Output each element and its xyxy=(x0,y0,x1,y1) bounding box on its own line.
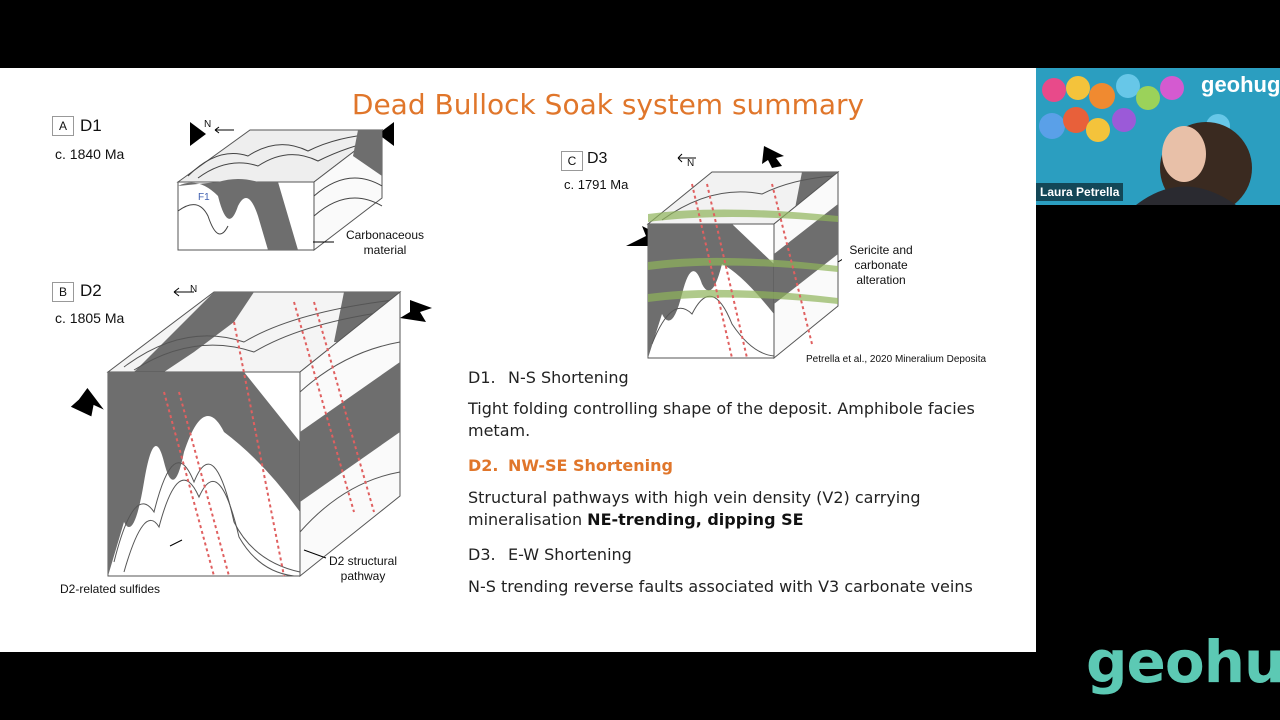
compression-arrow-top-icon xyxy=(762,146,784,168)
vein-zone xyxy=(163,301,375,577)
participant-video[interactable] xyxy=(1036,68,1280,205)
panel-a-name: D1 xyxy=(80,116,102,135)
compression-arrow-left-icon xyxy=(70,387,104,417)
d2-block-diagram xyxy=(70,287,432,578)
panel-c-caption: Sericite and carbonate alteration xyxy=(849,243,913,287)
bullet-d2-head: D2. NW-SE Shortening xyxy=(468,456,673,475)
compression-arrow-right-icon xyxy=(378,122,422,146)
bullet-d2-number: D2. xyxy=(468,456,499,475)
bullet-d2-text: Structural pathways with high vein densi… xyxy=(468,487,1008,531)
bullet-d3-title: E-W Shortening xyxy=(508,545,632,564)
bullet-d1-text: Tight folding controlling shape of the d… xyxy=(468,399,975,440)
bullet-d2-text-main: Structural pathways with high vein densi… xyxy=(468,488,921,529)
participant-name-tag: Laura Petrella xyxy=(1036,183,1124,201)
panel-b-sulfides-caption: D2-related sulfides xyxy=(60,582,161,596)
bullet-d1-title: N-S Shortening xyxy=(508,368,629,387)
panel-b-north-label: N xyxy=(190,284,198,295)
bullet-d3-head: D3. E-W Shortening xyxy=(468,545,632,564)
panel-a-caption: Carbonaceous material xyxy=(345,228,425,257)
d1-block-diagram xyxy=(160,122,422,252)
geohug-logo: geohug xyxy=(1086,628,1280,696)
panel-c-north-label: N xyxy=(687,158,695,169)
bullet-d3-text: N-S trending reverse faults associated w… xyxy=(468,577,973,596)
north-arrow-icon xyxy=(677,153,696,163)
panel-b-age: c. 1805 Ma xyxy=(55,310,125,326)
north-arrow-icon xyxy=(214,126,234,134)
panel-a-age: c. 1840 Ma xyxy=(55,146,125,162)
compression-arrow-right-icon xyxy=(400,300,432,322)
alteration-band xyxy=(648,289,838,304)
compression-arrow-left-icon xyxy=(160,122,206,146)
north-arrow-icon xyxy=(173,287,194,297)
slide-title: Dead Bullock Soak system summary xyxy=(351,88,865,121)
presentation-slide: Dead Bullock Soak system summary A D1 c.… xyxy=(0,68,1036,652)
d3-block-diagram xyxy=(626,146,842,360)
alteration-band xyxy=(648,209,838,222)
panel-b-pathway-caption: D2 structural pathway xyxy=(328,554,398,583)
bullet-d2-title: NW-SE Shortening xyxy=(508,456,673,475)
video-background-logo: geohug xyxy=(1201,72,1280,97)
bullet-d1-number: D1. xyxy=(468,368,496,387)
bullet-d3-number: D3. xyxy=(468,545,496,564)
panel-c-letter: C xyxy=(561,151,583,171)
panel-c-age: c. 1791 Ma xyxy=(564,177,629,192)
panel-b-letter: B xyxy=(52,282,74,302)
bullet-d1-head: D1. N-S Shortening xyxy=(468,368,629,387)
panel-b-name: D2 xyxy=(80,281,102,300)
panel-c-name: D3 xyxy=(587,150,608,167)
panel-a-fold-label: F1 xyxy=(198,192,210,203)
bullet-d2-text-bold: NE-trending, dipping SE xyxy=(587,510,804,529)
figure-credit: Petrella et al., 2020 Mineralium Deposit… xyxy=(806,354,987,365)
panel-a-north-label: N xyxy=(204,119,212,130)
panel-a-letter: A xyxy=(52,116,74,136)
birthday-balloons-background xyxy=(1036,68,1280,205)
